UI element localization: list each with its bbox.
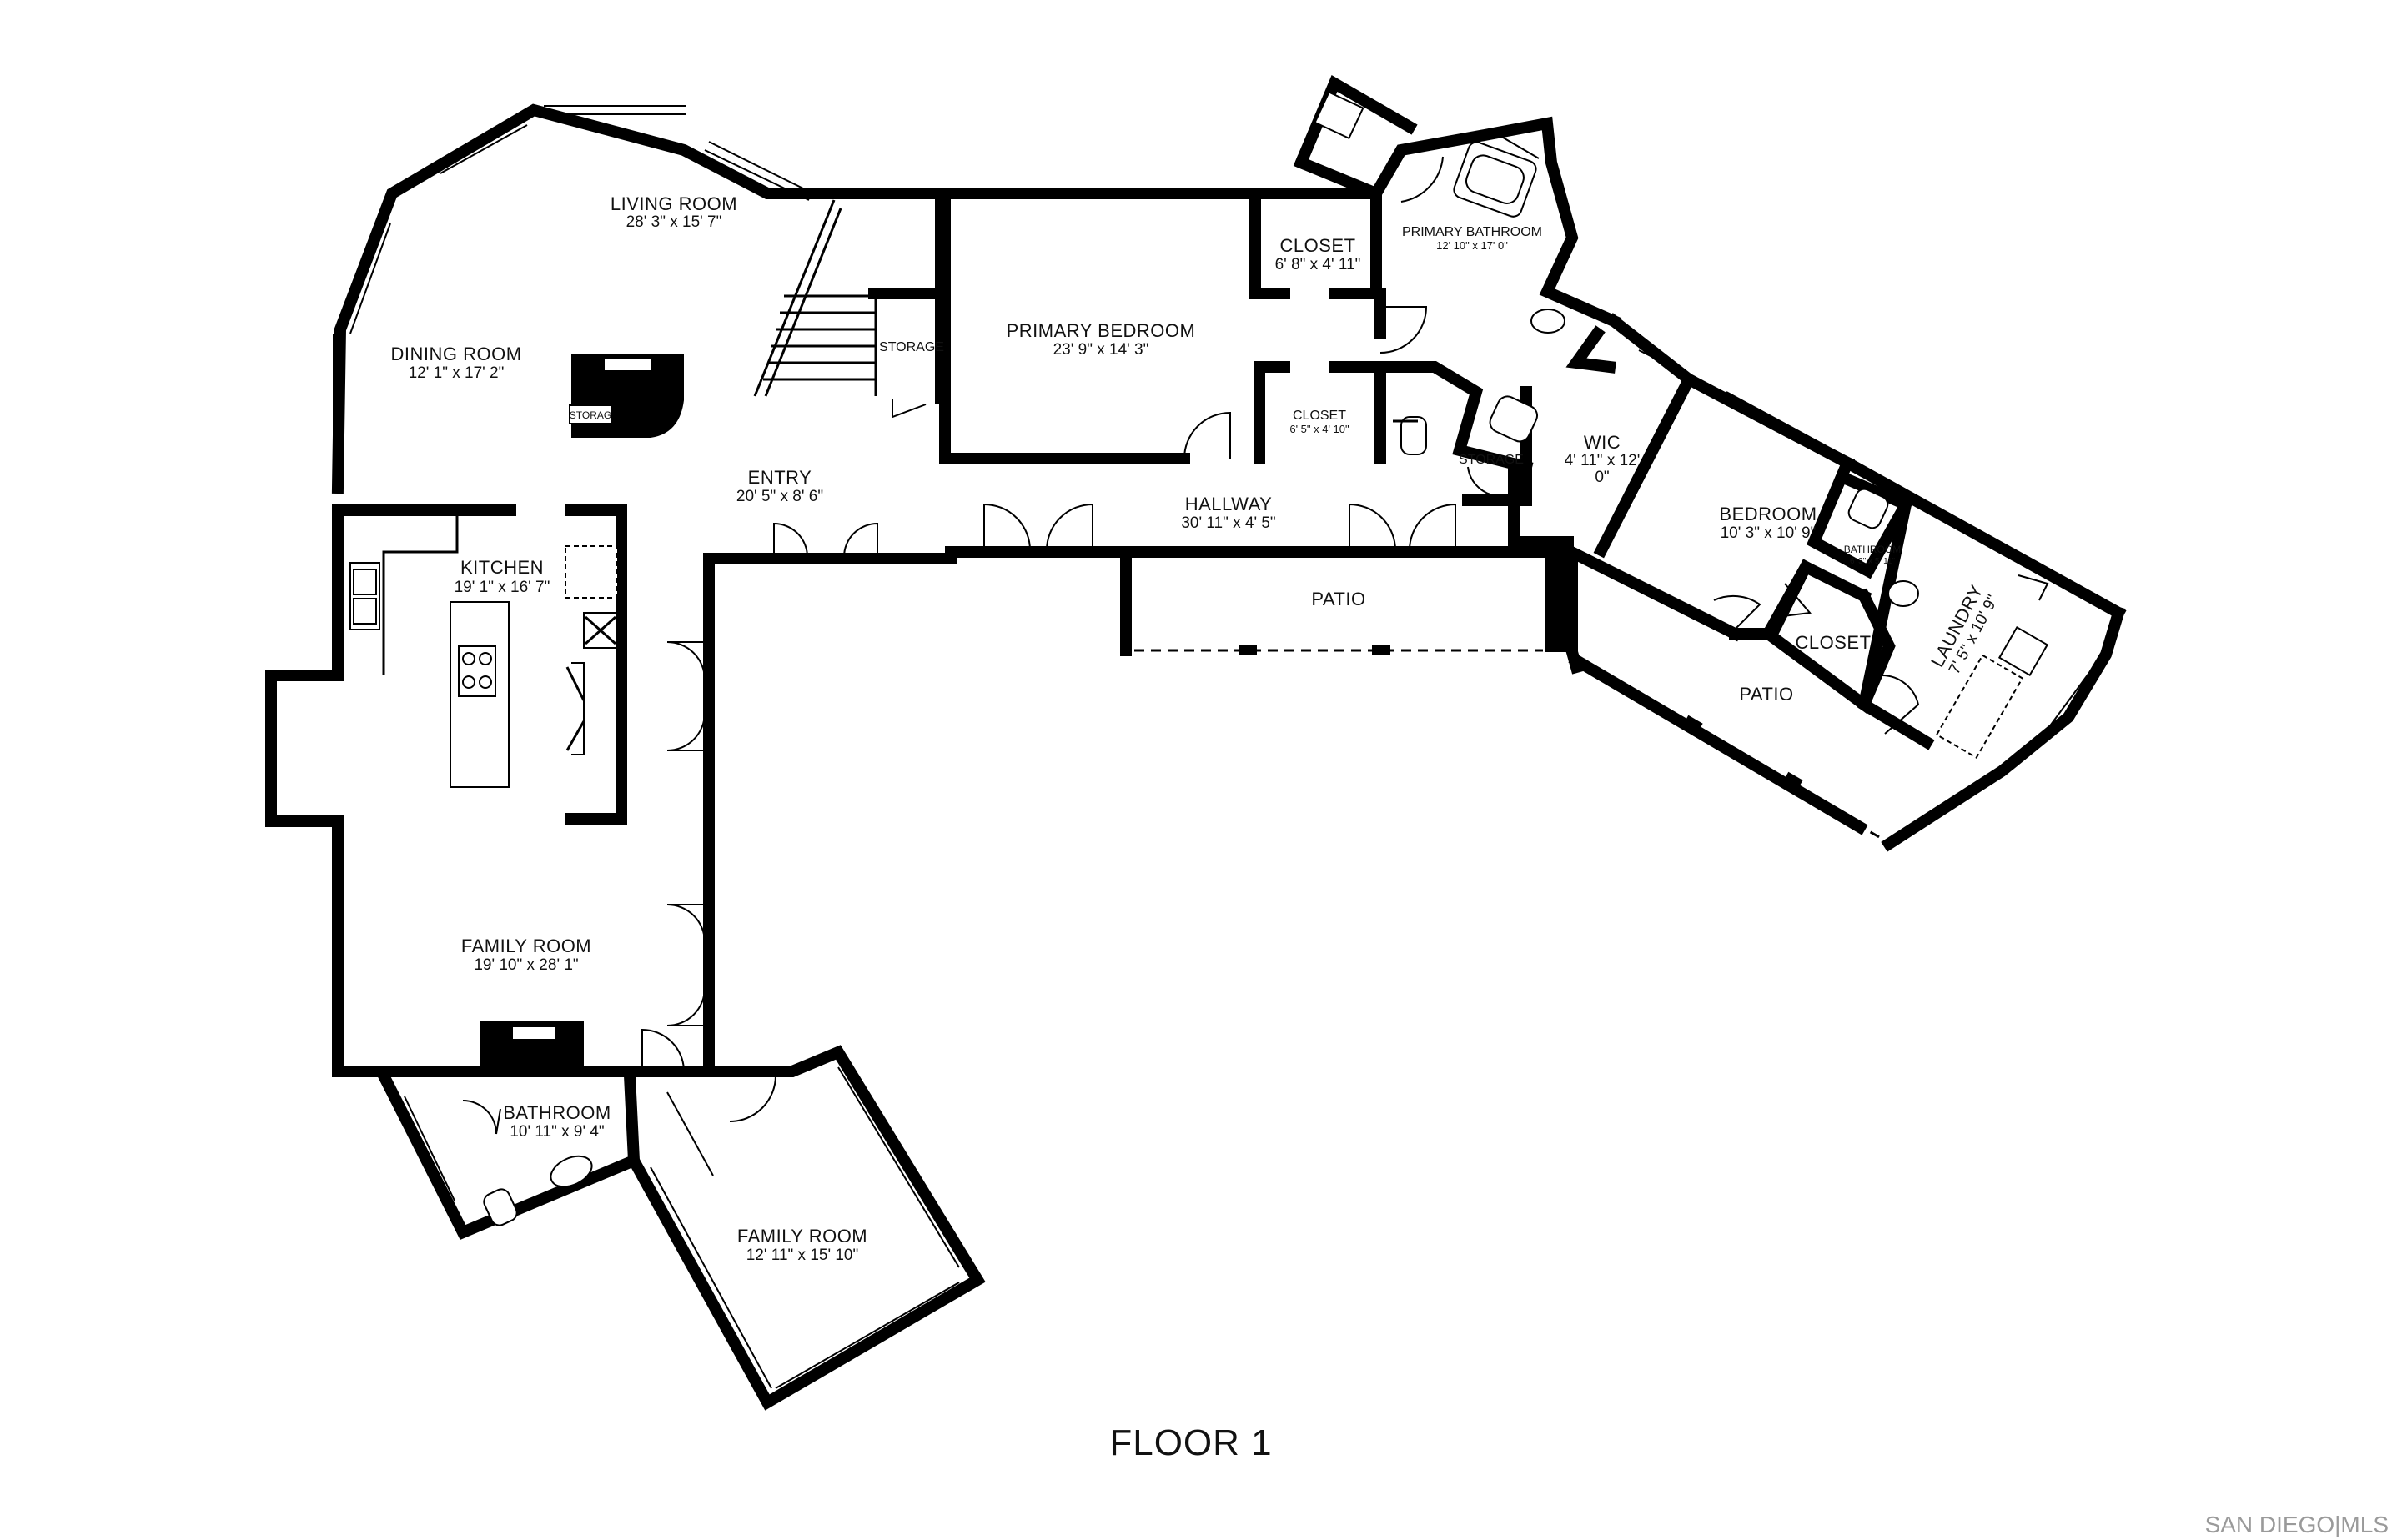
toilet-icon-primary xyxy=(1400,416,1427,455)
room-labels: LIVING ROOM 28' 3" x 15' 7" DINING ROOM … xyxy=(390,193,2389,1537)
patio-east-label: PATIO xyxy=(1739,684,1793,705)
counter-north xyxy=(346,511,459,675)
bath-fixtures xyxy=(483,91,2049,1226)
living-room-north-wall xyxy=(331,103,840,494)
storage-primary-walls xyxy=(1379,361,1534,474)
bedroom-west-wall xyxy=(1593,371,1697,559)
patio-center-label: PATIO xyxy=(1311,589,1365,609)
living-room-dims: 28' 3" x 15' 7" xyxy=(626,213,722,231)
window-primary-bath xyxy=(1488,128,1540,159)
window-living-nw xyxy=(433,116,522,168)
patio-outlines xyxy=(1134,645,1882,840)
closet-upper-walls xyxy=(1249,188,1290,299)
kitchen-fixtures xyxy=(346,511,618,788)
closet-upper-label: CLOSET xyxy=(1279,235,1355,256)
closet-fixture xyxy=(1314,91,1364,140)
dining-room-dims: 12' 1" x 17' 2" xyxy=(409,364,505,382)
bathroom-main-label: BATHROOM xyxy=(503,1102,611,1123)
bedroom-north-wall xyxy=(1606,313,2127,621)
kitchen-dims: 19' 1" x 16' 7" xyxy=(455,579,550,596)
window-bedroom-north xyxy=(1638,349,1681,372)
dryer-icon xyxy=(1935,654,2024,759)
windows xyxy=(266,105,2094,1397)
wic-bedroom-wall xyxy=(1565,325,1616,374)
bedroom-south-wall xyxy=(1560,542,1743,642)
hallway-dims: 30' 11" x 4' 5" xyxy=(1181,514,1275,532)
bathroom-main-walls xyxy=(375,1067,641,1240)
living-room-label: LIVING ROOM xyxy=(611,193,737,214)
wic-label: WIC xyxy=(1584,432,1621,453)
dining-room-label: DINING ROOM xyxy=(390,344,521,364)
wic-dims-2: 0" xyxy=(1595,469,1609,486)
wic-dims-1: 4' 11" x 12' xyxy=(1565,452,1641,469)
family-room-main-dims: 19' 10" x 28' 1" xyxy=(474,956,578,974)
bedroom-label: BEDROOM xyxy=(1719,504,1817,524)
storage-fireplace-label: STORAG xyxy=(570,409,611,421)
bathroom-small-walls xyxy=(1807,454,1914,579)
kitchen-east-wall xyxy=(565,504,627,825)
window-dining-nw xyxy=(343,218,384,330)
sink-icon-primary-storage xyxy=(1489,395,1539,443)
stairs-icon xyxy=(753,199,877,397)
west-wall-upper xyxy=(265,507,344,681)
primary-bath-closet-outline-2 xyxy=(1293,154,1384,202)
storage-primary-label: STORAGE xyxy=(1459,453,1524,467)
window-bath-main xyxy=(666,1091,714,1176)
kitchen-label: KITCHEN xyxy=(460,557,544,578)
cooktop-icon xyxy=(458,645,496,697)
window-laundry xyxy=(2038,666,2094,741)
window-family-south-west xyxy=(641,1171,764,1393)
primary-bathroom-dims: 12' 10" x 17' 0" xyxy=(1436,239,1508,252)
bathroom-small-dims: 6' 3" x 5' 11" xyxy=(1850,557,1896,566)
bathroom-main-dims: 10' 11" x 9' 4" xyxy=(510,1123,604,1141)
hallway-east-wall xyxy=(1508,461,1574,548)
window-family-south-south xyxy=(779,1290,964,1397)
walls xyxy=(265,74,2127,1411)
closet-bedroom-label: CLOSET xyxy=(1795,632,1871,653)
floor-label: FLOOR 1 xyxy=(1109,1422,1272,1463)
window-family-south-east xyxy=(846,1062,968,1264)
family-room-south-dims: 12' 11" x 15' 10" xyxy=(746,1247,858,1264)
primary-bathroom-outer xyxy=(1368,116,1622,329)
family-room-main-label: FAMILY ROOM xyxy=(461,936,591,956)
storage-stairs-label: STORAGE xyxy=(879,340,944,354)
laundry-west-wall xyxy=(1857,497,1935,750)
closet-lower-walls xyxy=(1254,361,1290,464)
wing-east-end xyxy=(1881,605,2126,852)
courtyard-west-wall xyxy=(703,546,1132,1077)
window-living-ne xyxy=(708,141,814,194)
primary-bathroom-label: PRIMARY BATHROOM xyxy=(1402,225,1542,239)
toilet-icon xyxy=(1530,309,1565,334)
toilet-icon-main xyxy=(483,1188,518,1226)
patio-pillar xyxy=(1545,550,1578,652)
toilet-icon-bedroom xyxy=(1847,488,1889,529)
primary-bedroom-label: PRIMARY BEDROOM xyxy=(1007,320,1196,341)
closet-lower-dims: 6' 5" x 4' 10" xyxy=(1289,423,1349,435)
family-room-south-label: FAMILY ROOM xyxy=(737,1226,867,1247)
tub-icon-main xyxy=(550,1155,593,1188)
bathroom-small-label: BATHROOM xyxy=(1844,544,1901,555)
bedroom-dims: 10' 3" x 10' 9" xyxy=(1721,524,1817,542)
sink-icon-bedroom xyxy=(1887,580,1919,607)
entry-dims: 20' 5" x 8' 6" xyxy=(736,488,823,505)
primary-bath-closet-outline xyxy=(1293,74,1418,171)
primary-bedroom-dims: 23' 9" x 14' 3" xyxy=(1053,341,1149,359)
closet-lower-label: CLOSET xyxy=(1293,409,1346,423)
entry-label: ENTRY xyxy=(748,467,812,488)
hallway-label: HALLWAY xyxy=(1185,494,1273,514)
west-bay-wall xyxy=(265,670,406,1077)
fireplace-icon xyxy=(480,354,684,1071)
brand-watermark: SAN DIEGO|MLS xyxy=(2205,1512,2389,1537)
washer-icon xyxy=(1998,625,2049,677)
closet-upper-dims: 6' 8" x 4' 11" xyxy=(1275,256,1361,273)
patio-east-edge xyxy=(1580,665,1882,840)
appliance-fridge xyxy=(565,545,618,599)
door-icon xyxy=(462,156,2049,1135)
